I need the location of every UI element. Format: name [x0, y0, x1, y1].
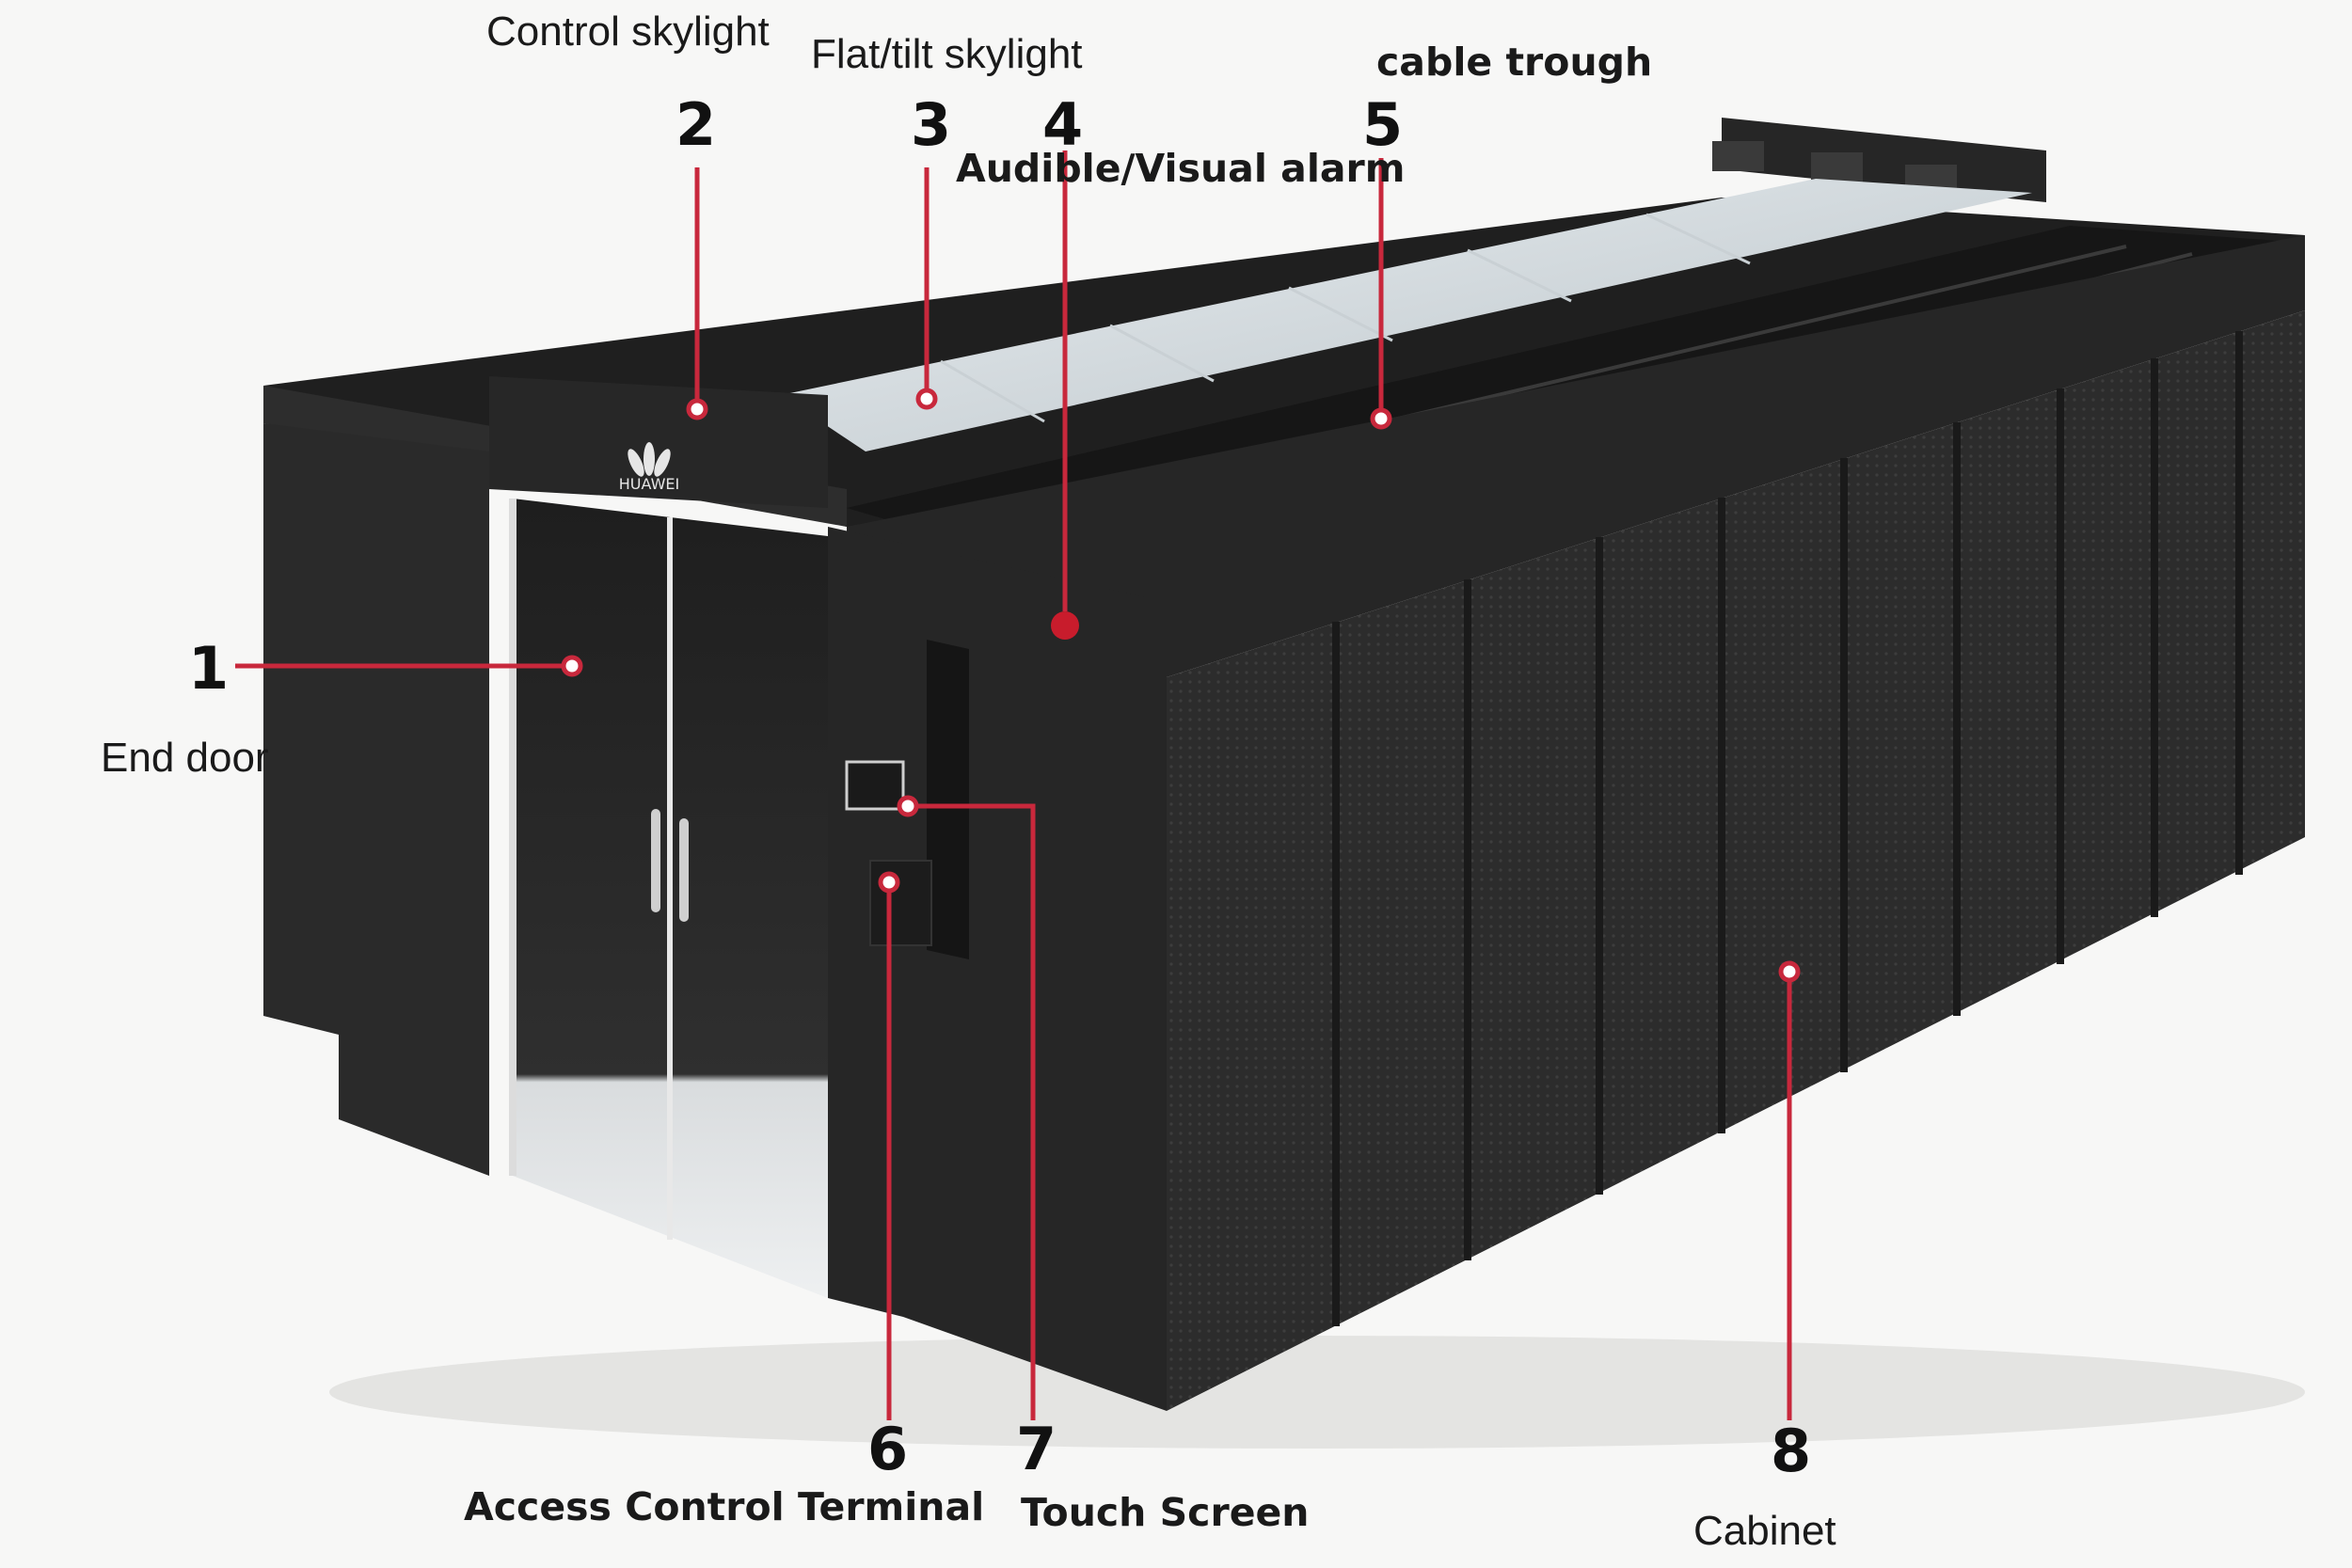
roof-back-rim — [1722, 118, 2046, 202]
cabinet-row — [1167, 310, 2305, 1411]
leader-7 — [908, 803, 1036, 1420]
label-cabinet: Cabinet — [1693, 1508, 1836, 1554]
callout-number-4: 4 — [1042, 90, 1084, 159]
label-end-door: End door — [101, 735, 269, 781]
huawei-logo-petals — [628, 442, 671, 477]
label-audible-visual-alarm: Audible/Visual alarm — [956, 146, 1406, 191]
callout-number-1: 1 — [188, 634, 230, 703]
anchor-8 — [1778, 960, 1801, 983]
column-recess — [927, 640, 969, 959]
callout-number-2: 2 — [675, 90, 717, 159]
leader-lines — [235, 150, 1792, 1420]
access-column — [828, 527, 1167, 1411]
anchor-1 — [561, 655, 583, 677]
huawei-logo: HUAWEI — [619, 475, 679, 493]
label-touch-screen: Touch Screen — [1021, 1490, 1310, 1535]
callout-number-6: 6 — [867, 1415, 909, 1483]
floor-shadow — [329, 1336, 2305, 1449]
label-cable-trough: cable trough — [1376, 40, 1653, 85]
access-control-terminal — [869, 860, 932, 946]
anchor-2 — [686, 398, 708, 420]
rooftop-fixture-2 — [1811, 152, 1863, 182]
door-handle-right — [679, 818, 689, 922]
touch-screen — [845, 760, 905, 811]
anchor-7 — [897, 795, 919, 817]
anchor-6 — [878, 871, 900, 894]
label-flat-tilt-skylight: Flat/tilt skylight — [811, 31, 1083, 77]
flat-tilt-skylight — [781, 179, 2032, 451]
anchor-5 — [1370, 407, 1392, 430]
anchor-3 — [915, 388, 938, 410]
callout-number-7: 7 — [1016, 1415, 1057, 1483]
callout-number-5: 5 — [1362, 90, 1404, 159]
door-handle-left — [651, 809, 660, 912]
logo-panel — [489, 376, 828, 508]
callout-number-8: 8 — [1771, 1417, 1812, 1485]
label-control-skylight: Control skylight — [486, 8, 770, 55]
cabinet-dividers — [1332, 331, 2243, 1326]
audible-visual-alarm — [1051, 611, 1079, 640]
end-module-body — [263, 423, 489, 1176]
roof-fascia-side — [847, 235, 2305, 677]
anchor-dots — [561, 388, 1801, 983]
callout-number-3: 3 — [911, 90, 952, 159]
label-access-control-terminal: Access Control Terminal — [464, 1484, 985, 1529]
rooftop-fixture-1 — [1712, 141, 1764, 171]
